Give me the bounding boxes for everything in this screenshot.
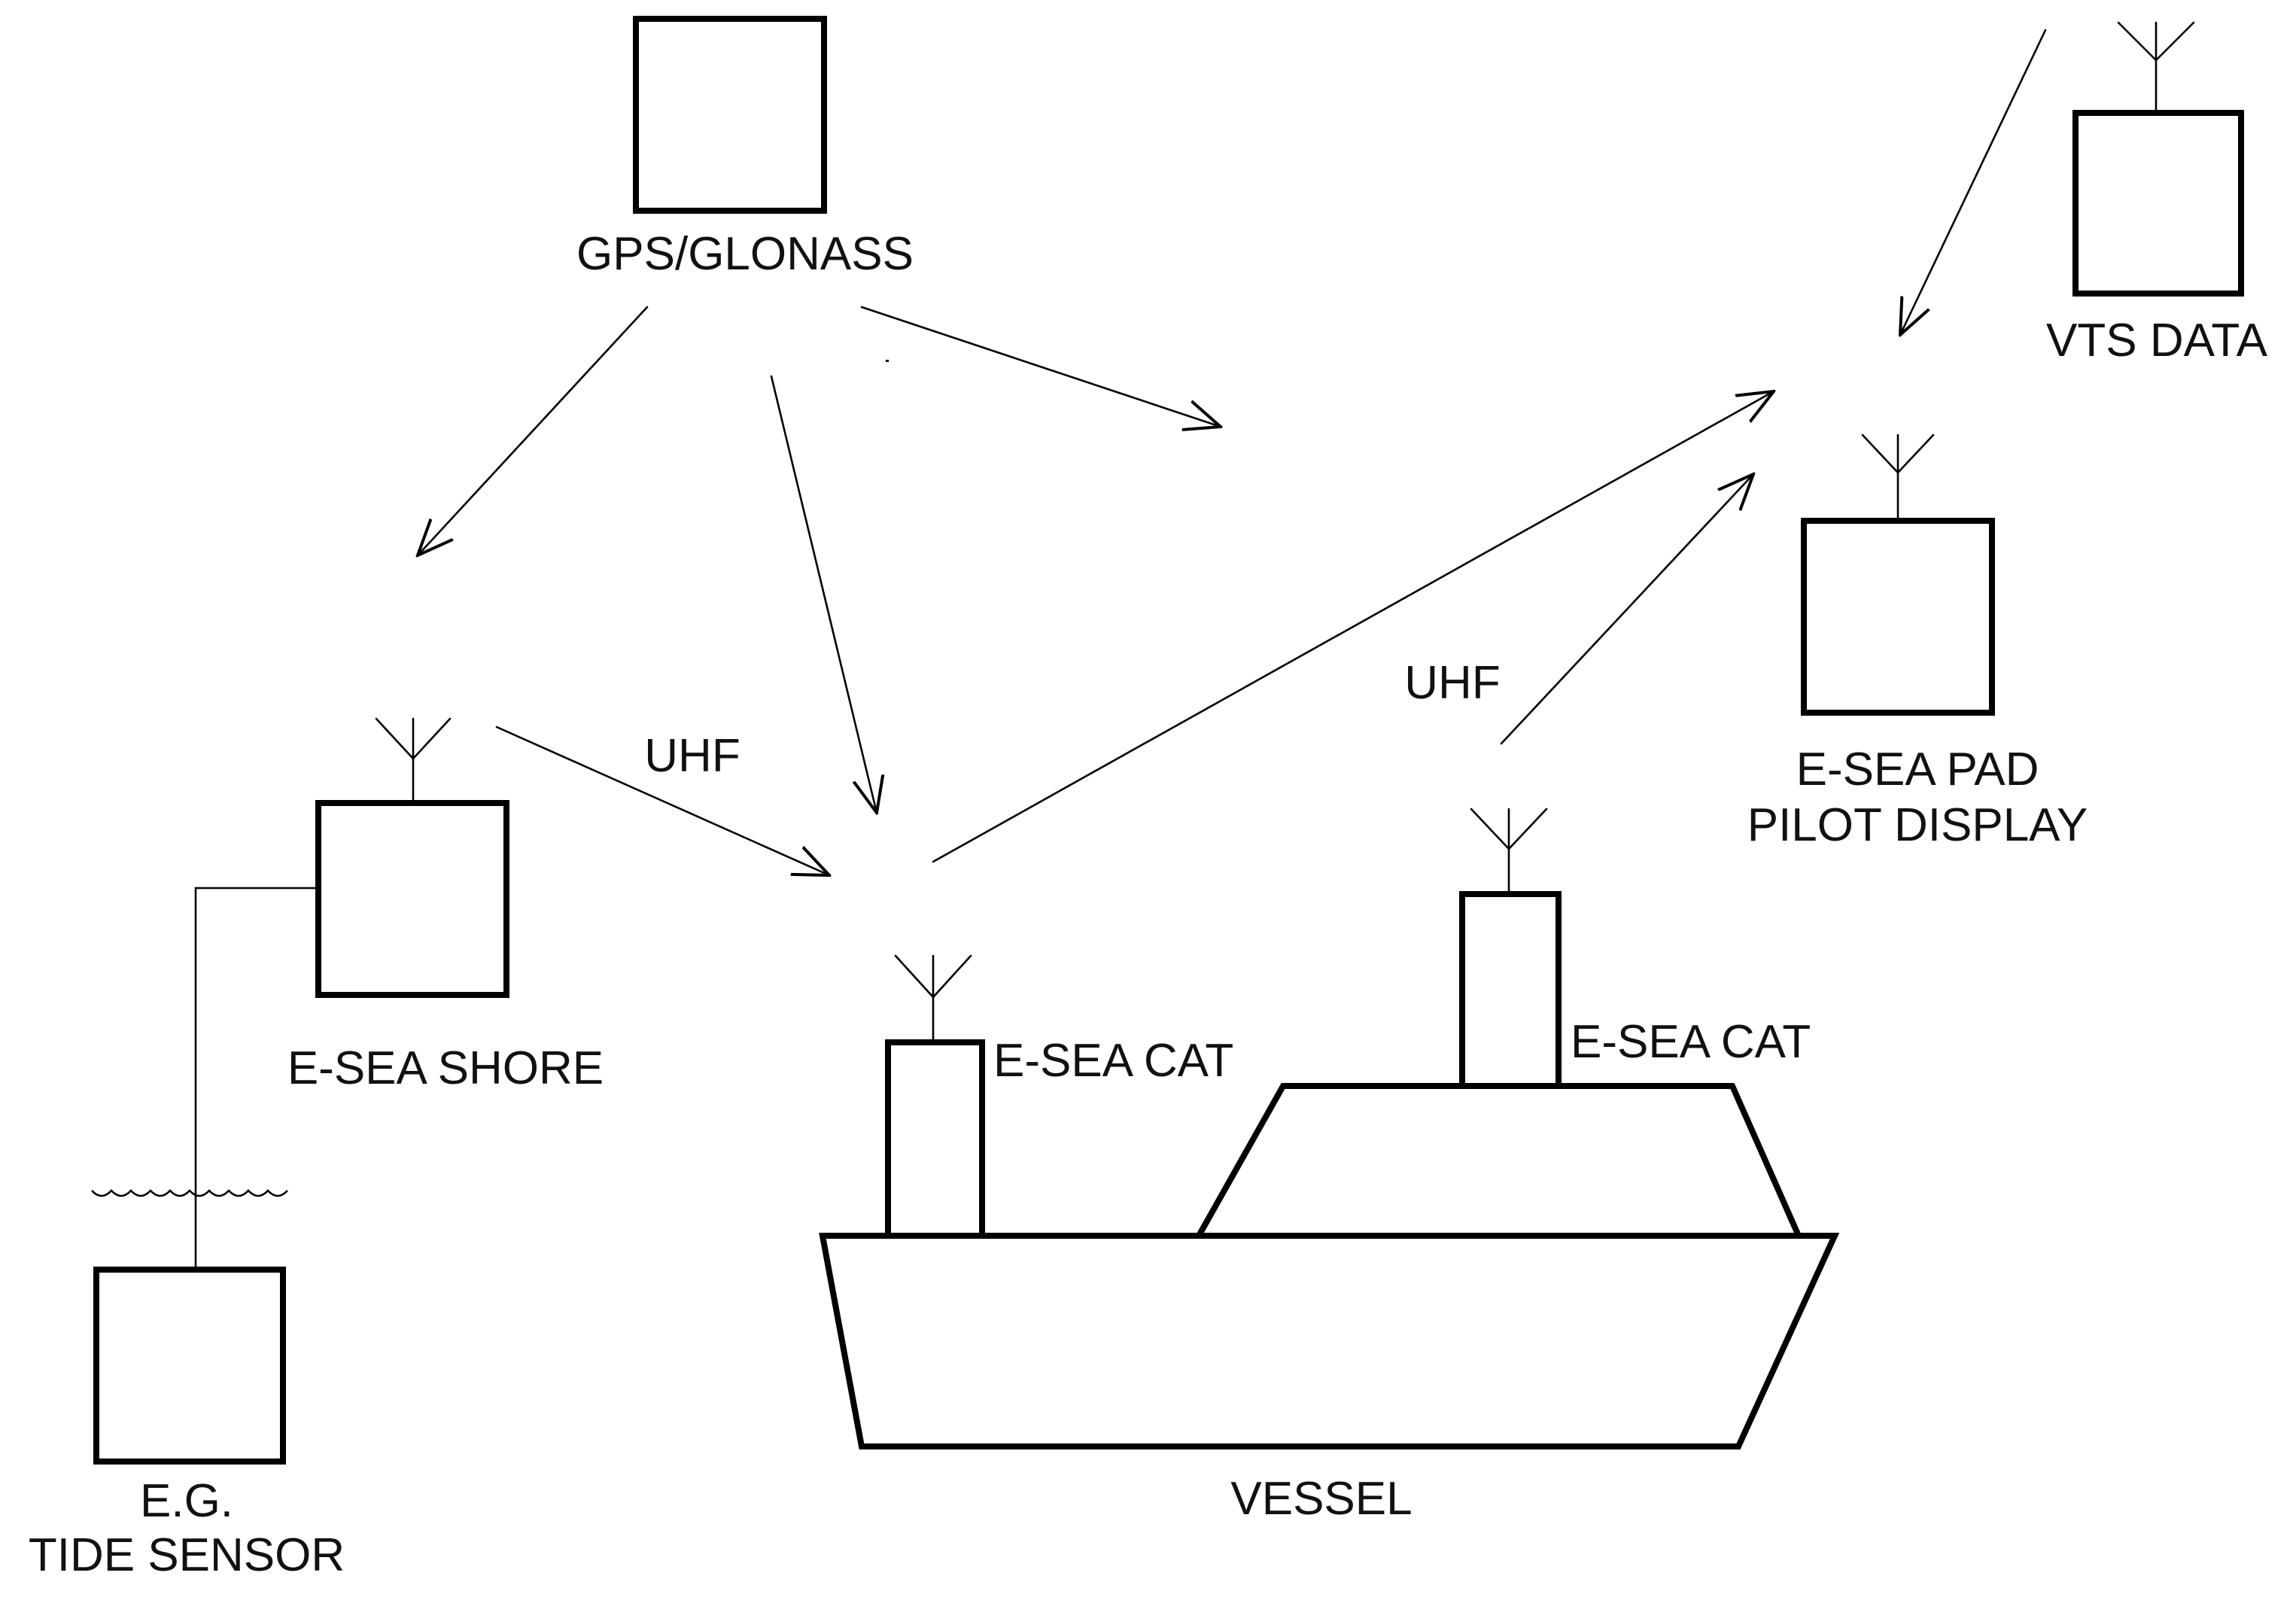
arrow-gps-to-vessel [770, 375, 877, 813]
vts-data-label: VTS DATA [2046, 315, 2268, 367]
e-sea-cat-left-label: E-SEA CAT [993, 1035, 1233, 1087]
e-sea-cat-right-label: E-SEA CAT [1571, 1016, 1811, 1068]
vts-data-box [2072, 110, 2244, 297]
e-sea-cat-left-box [885, 1039, 985, 1239]
water-surface-icon [91, 1189, 288, 1197]
e-sea-cat-right-box [1459, 891, 1562, 1089]
arrow-cat-to-pad [1500, 474, 1753, 745]
e-sea-pad-box [1801, 518, 1995, 716]
tide-sensor-label: TIDE SENSOR [29, 1529, 345, 1581]
vessel-hull [819, 1233, 1840, 1449]
pad-antenna-icon [1861, 433, 1935, 522]
tide-sensor-box [93, 1267, 286, 1465]
e-sea-pad-label: E-SEA PAD [1796, 744, 2039, 795]
uhf-right-label: UHF [1404, 657, 1500, 709]
arrow-gps-to-pad [860, 306, 1221, 427]
e-sea-shore-label: E-SEA SHORE [287, 1042, 604, 1094]
vts-antenna-icon [2117, 21, 2195, 114]
cat-right-antenna-icon [1470, 808, 1548, 896]
stray-dot [886, 360, 889, 362]
arrow-vts-to-pad [1900, 29, 2047, 335]
tide-sensor-eg-label: E.G. [140, 1475, 233, 1527]
arrow-vessel-to-pad [932, 391, 1774, 863]
arrow-shore-to-vessel [495, 725, 829, 875]
vessel-superstructure [1194, 1083, 1804, 1239]
uhf-left-label: UHF [644, 730, 740, 782]
vessel-label: VESSEL [1230, 1473, 1412, 1525]
pilot-display-label: PILOT DISPLAY [1747, 799, 2088, 851]
arrow-gps-to-shore [418, 306, 649, 555]
cat-left-antenna-icon [894, 954, 972, 1044]
e-sea-shore-box [315, 800, 509, 998]
gps-glonass-box [633, 16, 827, 214]
sensor-cable [194, 887, 318, 1270]
gps-glonass-label: GPS/GLONASS [576, 228, 914, 280]
shore-antenna-icon [375, 717, 452, 805]
